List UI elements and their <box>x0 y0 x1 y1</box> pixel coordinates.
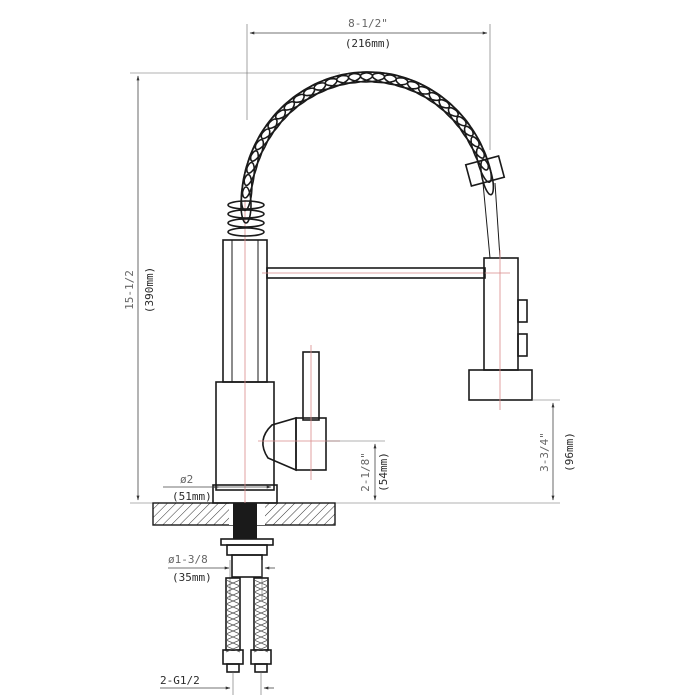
shank-diameter-inch-label: ø1-3/8 <box>168 553 208 566</box>
lever-handle <box>258 345 340 480</box>
spout-clearance-inch-label: 3-3/4" <box>538 432 551 472</box>
spring-coil-loop <box>456 115 480 148</box>
handle-height-inch-label: 2-1/8" <box>359 452 372 492</box>
spring-coil-loop <box>447 106 474 137</box>
height-dimension: 15-1/2 (390mm) <box>123 72 340 501</box>
hose-braid <box>253 591 269 599</box>
spray-holder-bar <box>262 267 510 279</box>
spring-coil-loop <box>227 200 265 210</box>
handle-height-dimension: 2-1/8" (54mm) <box>326 440 390 501</box>
hose-braid <box>253 621 269 629</box>
spring-coil-loop <box>260 109 287 140</box>
hose-braid <box>253 579 269 587</box>
hose-braid <box>253 597 269 605</box>
base-diameter-inch-label: ø2 <box>180 473 193 486</box>
spring-coil-loop <box>463 125 486 159</box>
spring-coil-loop <box>274 93 305 120</box>
hose-braid <box>225 591 241 599</box>
spring-coil-loop <box>438 98 467 127</box>
spring-coil-loop <box>240 186 252 224</box>
spring-coil-loop <box>292 82 327 104</box>
thread-label: 2-G1/2 <box>160 674 200 687</box>
spout-clearance-mm-label: (96mm) <box>563 432 576 472</box>
hose-braid <box>225 603 241 611</box>
hose-braid <box>225 633 241 641</box>
hose-braid <box>253 585 269 593</box>
width-inch-label: 8-1/2" <box>348 17 388 30</box>
hose-braid <box>253 639 269 647</box>
width-dimension: 8-1/2" (216mm) <box>246 17 491 150</box>
hose-braid <box>225 639 241 647</box>
hose-braid <box>253 603 269 611</box>
height-mm-label: (390mm) <box>143 267 156 313</box>
spring-coil-loop <box>283 87 316 111</box>
hose-braid <box>225 627 241 635</box>
mounting-shank <box>220 503 274 600</box>
hose-braid <box>253 633 269 641</box>
spring-coil-loop <box>480 158 495 196</box>
hose-braid <box>225 615 241 623</box>
spring-coil-loop <box>227 209 265 219</box>
hose-braid <box>225 645 241 653</box>
spout-clearance-dimension: 3-3/4" (96mm) <box>532 399 576 501</box>
base-diameter-dimension: ø2 (51mm) <box>163 473 272 503</box>
hose-braid <box>225 597 241 605</box>
handle-height-mm-label: (54mm) <box>377 452 390 492</box>
countertop <box>130 502 560 526</box>
spring-coil-loop <box>254 118 278 151</box>
hose-braid <box>225 621 241 629</box>
base-diameter-mm-label: (51mm) <box>172 490 212 503</box>
spray-head <box>464 154 533 410</box>
spring-coil-loop <box>227 227 265 237</box>
hose-braid <box>253 627 269 635</box>
shank-diameter-dimension: ø1-3/8 (35mm) <box>168 553 275 584</box>
hose-braid <box>253 609 269 617</box>
spring-coil-loop <box>475 147 493 183</box>
hose-braid <box>253 615 269 623</box>
spring-coil-loop <box>267 100 296 130</box>
shank-diameter-mm-label: (35mm) <box>172 571 212 584</box>
faucet-body <box>212 200 278 510</box>
spring-coil-loop <box>227 218 265 228</box>
width-mm-label: (216mm) <box>345 37 391 50</box>
hose-braid <box>253 645 269 653</box>
hose-braid <box>225 609 241 617</box>
height-inch-label: 15-1/2 <box>123 270 136 310</box>
spring-coil-loop <box>417 85 451 109</box>
supply-hoses <box>222 577 272 673</box>
spring-coil-loop <box>428 91 459 118</box>
hose-braid <box>225 579 241 587</box>
spring-coil-loop <box>241 161 256 199</box>
spring-coil-loop <box>371 72 409 86</box>
thread-dimension: 2-G1/2 <box>160 672 274 695</box>
hose-braid <box>225 585 241 593</box>
spring-coil <box>227 71 495 237</box>
spring-coil-loop <box>470 136 490 171</box>
